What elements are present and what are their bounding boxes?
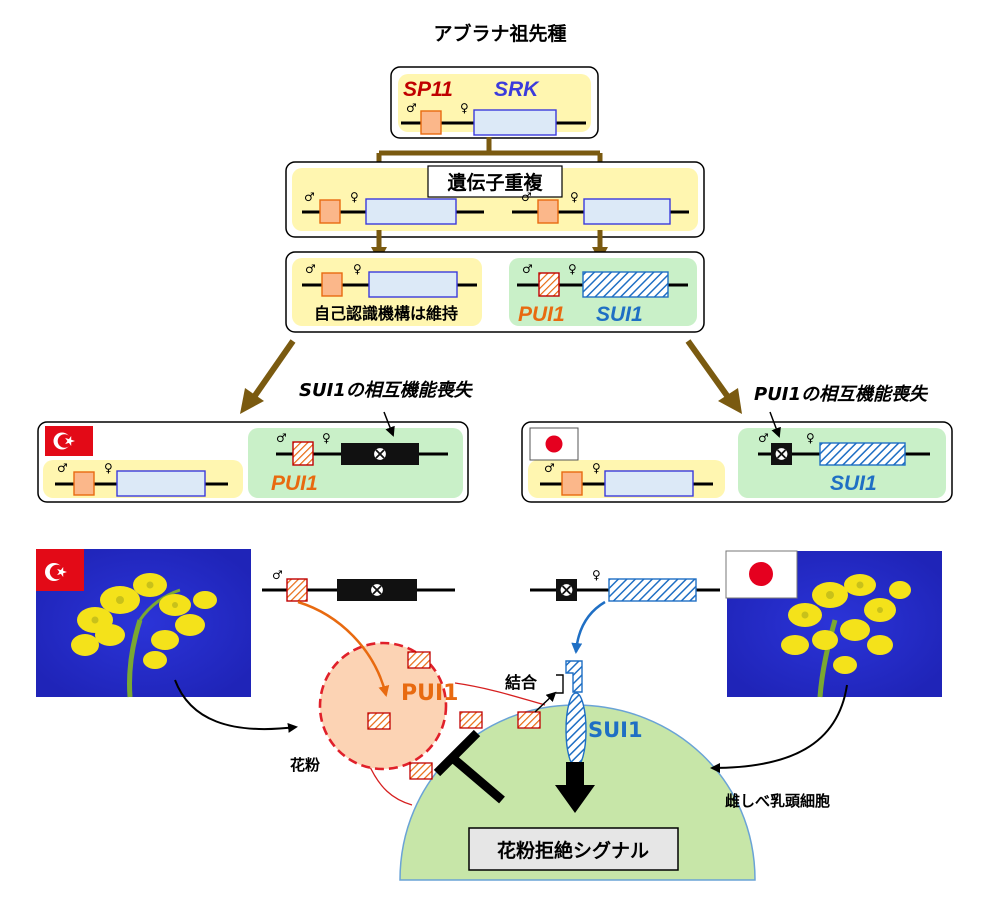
gene-label-srk: SRK <box>494 78 540 101</box>
female-symbol: ♀ <box>460 101 469 115</box>
rapeseed-flower-photo-japan <box>725 550 942 698</box>
maintained-label: 自己認識機構は維持 <box>314 304 458 323</box>
gene-label-pui1: PUI1 <box>518 303 565 326</box>
male-symbol: ♂ <box>406 101 417 115</box>
stigma-receptor-label: SUI1 <box>588 718 643 742</box>
divergence-box: ♂ ♀ 自己認識機構は維持 ♂ ♀ PUI1 SUI1 <box>285 251 705 333</box>
pistil-label: 雌しべ乳頭細胞 <box>725 792 830 810</box>
duplication-box: 遺伝子重複 ♂ ♀ ♂ ♀ <box>285 161 705 238</box>
svg-text:♀: ♀ <box>104 461 113 475</box>
japan-sui1-label: SUI1 <box>830 472 877 495</box>
rejection-signal-box: 花粉拒絶シグナル <box>468 827 679 871</box>
svg-text:♂: ♂ <box>758 431 769 445</box>
japan-genotype-box: ♂ ♀ ♂ ♀ SUI1 <box>521 411 953 503</box>
sui1-gene-box <box>582 271 669 298</box>
pollen-gene-line: ♂ <box>262 568 455 602</box>
svg-text:♂: ♂ <box>305 262 316 276</box>
page-title: アブラナ祖先種 <box>433 22 566 45</box>
stigma-gene-line: ♀ <box>530 568 720 602</box>
pui1-loss-label: PUI1の相互機能喪失 <box>754 384 929 405</box>
sui1-receptor <box>565 660 587 768</box>
sp11-gene-box <box>420 110 442 135</box>
svg-text:♂: ♂ <box>304 190 315 204</box>
svg-text:♂: ♂ <box>57 461 68 475</box>
turkey-flag-icon <box>45 426 93 456</box>
svg-text:♂: ♂ <box>276 431 287 445</box>
ancestor-box: SP11 SRK ♂ ♀ <box>390 66 599 139</box>
srk-gene-box <box>473 109 557 136</box>
rapeseed-flower-photo-turkey <box>36 549 251 698</box>
svg-text:♀: ♀ <box>353 262 362 276</box>
svg-text:♀: ♀ <box>570 190 579 204</box>
signal-arrow <box>555 762 595 813</box>
turkey-genotype-box: ♂ ♀ ♂ ♀ PUI1 <box>37 411 469 503</box>
svg-text:♀: ♀ <box>806 431 815 445</box>
gene-label-sp11: SP11 <box>403 78 453 101</box>
svg-text:♀: ♀ <box>350 190 359 204</box>
svg-text:♂: ♂ <box>544 461 555 475</box>
pollen-protein-label: PUI1 <box>401 681 458 706</box>
rejection-signal-label: 花粉拒絶シグナル <box>497 839 649 862</box>
svg-text:♂: ♂ <box>521 190 532 204</box>
binding-label: 結合 <box>505 673 538 692</box>
svg-text:♂: ♂ <box>272 568 283 582</box>
loss-of-function-cross-icon <box>372 446 388 462</box>
svg-text:♀: ♀ <box>568 262 577 276</box>
svg-text:♀: ♀ <box>322 431 331 445</box>
svg-text:♂: ♂ <box>522 262 533 276</box>
pui1-gene-box <box>538 272 560 297</box>
duplication-label: 遺伝子重複 <box>447 171 543 194</box>
svg-text:♀: ♀ <box>592 568 601 582</box>
svg-text:♀: ♀ <box>592 461 601 475</box>
turkey-pui1-label: PUI1 <box>271 472 318 495</box>
inhibition-bar <box>433 729 505 804</box>
pollen-grain <box>318 641 448 771</box>
pollen-label: 花粉 <box>290 756 320 774</box>
japan-flag-icon <box>529 427 579 461</box>
pui1-protein <box>367 651 541 780</box>
gene-label-sui1: SUI1 <box>596 303 643 326</box>
sui1-loss-label: SUI1の相互機能喪失 <box>299 380 474 401</box>
